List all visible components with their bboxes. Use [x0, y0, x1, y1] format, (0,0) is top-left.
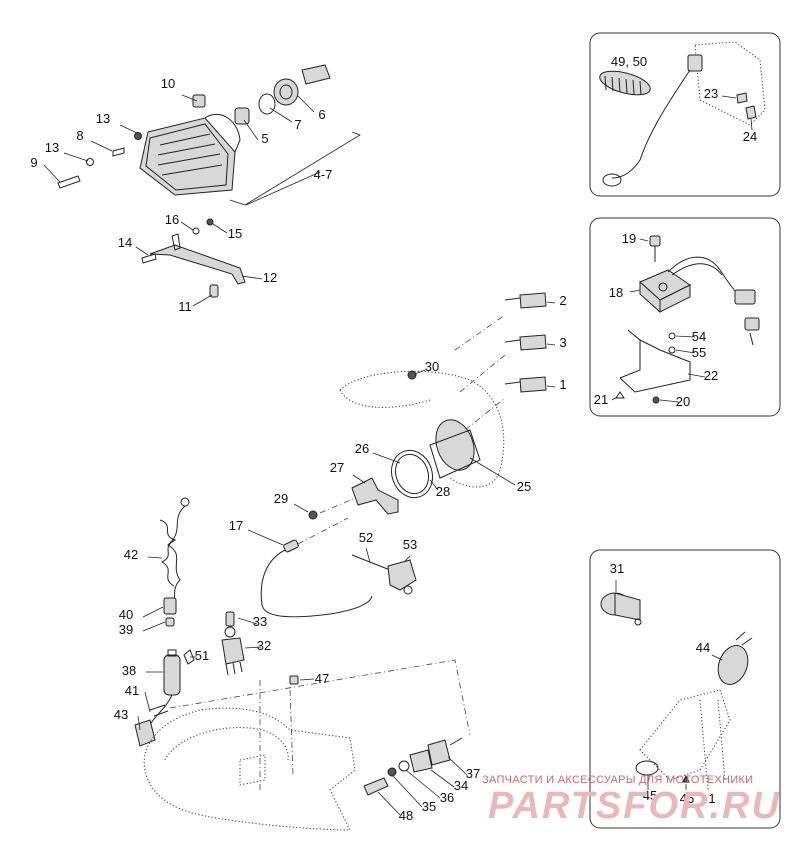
callout-label: 4-7: [314, 167, 333, 182]
sensor-inset: [600, 580, 753, 791]
callout-label: 38: [122, 663, 136, 678]
callout-label: 41: [125, 683, 139, 698]
callout-label: 27: [330, 460, 344, 475]
callout-label: 30: [425, 359, 439, 374]
callout-label: 55: [692, 345, 706, 360]
callout-label: 12: [263, 270, 277, 285]
callout-label: 18: [609, 285, 623, 300]
callout-label: 5: [261, 131, 268, 146]
callout-label: 33: [253, 614, 267, 629]
callout-label: 17: [229, 518, 243, 533]
harness-left-assembly: [134, 497, 196, 747]
callout-label: 10: [161, 76, 175, 91]
callout-label: 35: [422, 799, 436, 814]
callout-label: 19: [622, 231, 636, 246]
callout-label: 36: [440, 790, 454, 805]
callout-label: 2: [559, 293, 566, 308]
callout-label: 16: [165, 212, 179, 227]
callout-label: 43: [114, 707, 128, 722]
toggle-switch-assembly: [221, 611, 262, 676]
switch-panel-assembly: [339, 292, 556, 488]
callout-label: 13: [45, 140, 59, 155]
callout-label: 9: [30, 155, 37, 170]
callout-label: 42: [124, 547, 138, 562]
callout-label: 53: [403, 537, 417, 552]
callout-label: 1: [559, 377, 566, 392]
callout-label: 49, 50: [611, 54, 647, 69]
callout-label: 11: [178, 299, 192, 314]
callout-label: 39: [119, 622, 133, 637]
callout-label: 54: [692, 329, 706, 344]
callout-label: 6: [318, 107, 325, 122]
watermark: ЗАПЧАСТИ И АКСЕССУАРЫ ДЛЯ МОТОТЕХНИКИ PA…: [482, 774, 781, 827]
callout-label: 24: [743, 129, 757, 144]
callout-label: 15: [228, 226, 242, 241]
inset-frame-heated-grips: [589, 32, 781, 197]
callout-label: 22: [704, 368, 718, 383]
callout-label: 45: [643, 788, 657, 803]
callout-label: 21: [594, 392, 608, 407]
callout-label: 25: [517, 479, 531, 494]
callout-label: 29: [274, 491, 288, 506]
callout-label: 14: [118, 235, 132, 250]
callout-label: 7: [294, 117, 301, 132]
callout-label: 13: [96, 111, 110, 126]
callout-label: 31: [610, 561, 624, 576]
callout-label: 34: [454, 778, 468, 793]
watermark-logo: PARTSFOR.RU: [488, 785, 781, 827]
callout-label: 28: [436, 484, 450, 499]
callout-label: 1: [708, 791, 715, 806]
callout-label: 48: [399, 808, 413, 823]
body-panel-lower: [143, 659, 471, 831]
callout-label: 20: [676, 394, 690, 409]
callout-label: 44: [696, 640, 710, 655]
callout-label: 3: [559, 335, 566, 350]
watermark-caption: ЗАПЧАСТИ И АКСЕССУАРЫ ДЛЯ МОТОТЕХНИКИ: [482, 774, 753, 786]
heated-grips-inset: [599, 41, 766, 187]
headlamp-assembly: [43, 64, 361, 206]
inset-frame-regulator: [589, 217, 781, 417]
callout-label: 37: [466, 766, 480, 781]
sender-unit-assembly: [363, 737, 468, 816]
callout-label: 32: [257, 638, 271, 653]
callout-label: 23: [704, 86, 718, 101]
callout-label: 47: [315, 671, 329, 686]
callout-label: 40: [119, 607, 133, 622]
callout-label: 51: [195, 648, 209, 663]
regulator-inset: [611, 235, 760, 404]
callout-label: 8: [76, 128, 83, 143]
inset-frame-sensor: [589, 549, 781, 829]
callout-label: 26: [355, 441, 369, 456]
callout-label: 46: [680, 791, 694, 806]
bracket-assembly: [135, 218, 263, 307]
gauge-housing-assembly: [293, 419, 516, 520]
callout-label: 52: [359, 530, 373, 545]
speedometer-cable: [247, 517, 417, 618]
